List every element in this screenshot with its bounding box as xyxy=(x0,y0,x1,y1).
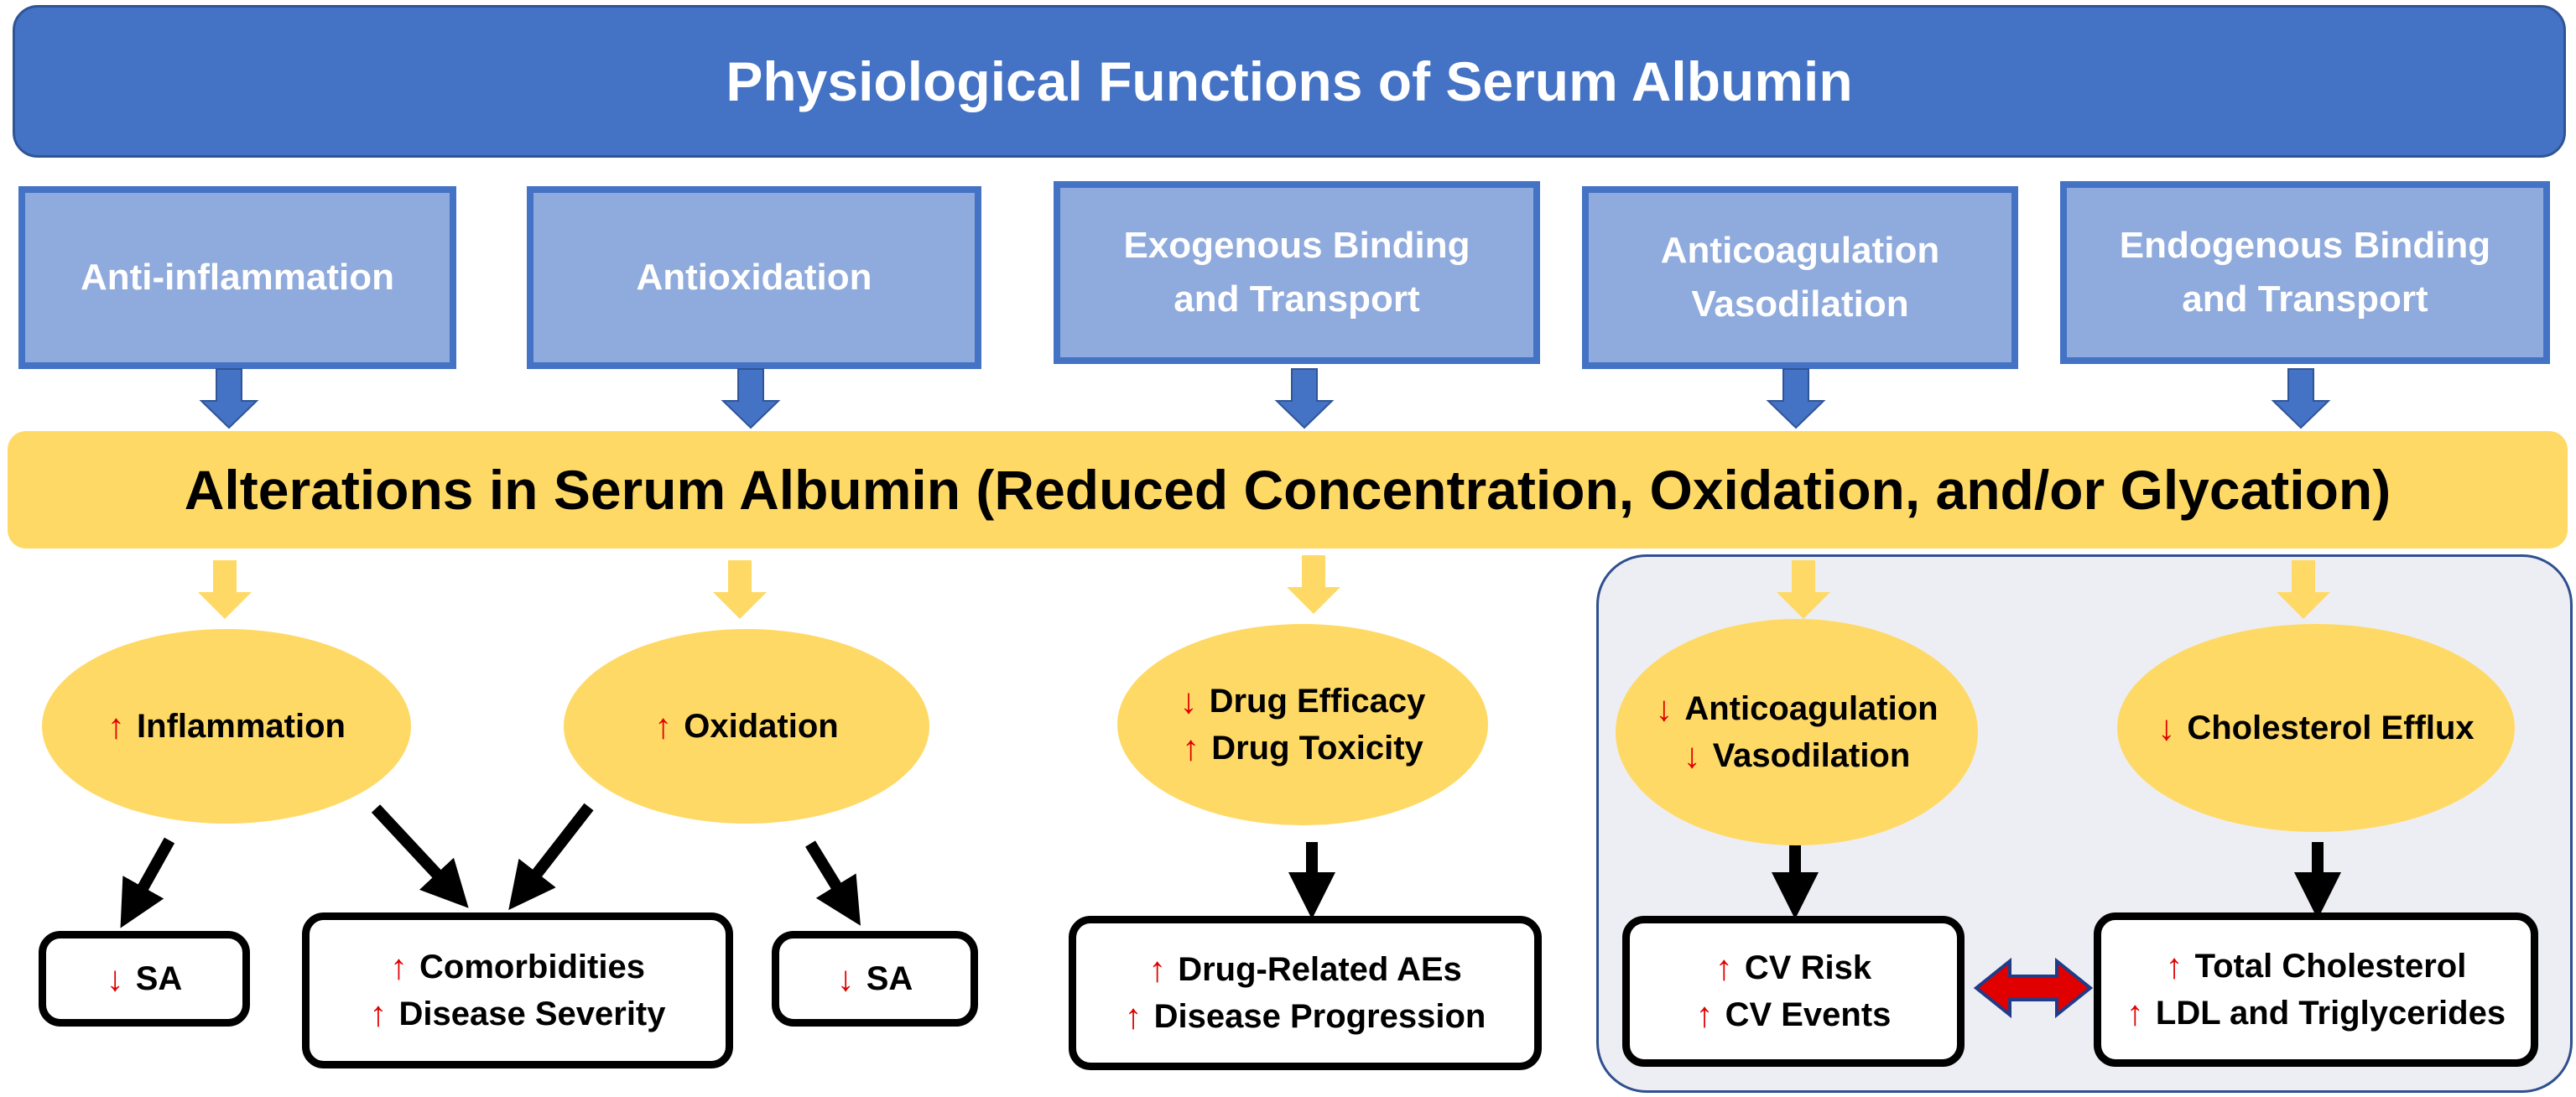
outcome-comorbidities: ↑ Comorbidities ↑ Disease Severity xyxy=(302,912,733,1068)
effect-label: Cholesterol Efflux xyxy=(2187,710,2475,746)
up-arrow-icon: ↑ xyxy=(2126,993,2144,1032)
up-arrow-icon: ↑ xyxy=(107,706,126,746)
function-label: and Transport xyxy=(2182,278,2428,320)
function-label: and Transport xyxy=(1174,278,1420,320)
outcome-label: CV Events xyxy=(1725,996,1892,1033)
effect-label: Oxidation xyxy=(684,708,839,745)
outcome-label: SA xyxy=(135,960,183,997)
effect-label: Drug Efficacy xyxy=(1209,683,1426,720)
outcome-sa-right: ↓ SA xyxy=(772,931,978,1027)
up-arrow-icon: ↑ xyxy=(1148,949,1167,989)
title-banner: Physiological Functions of Serum Albumin xyxy=(13,5,2566,158)
effect-label: Inflammation xyxy=(137,708,346,745)
function-endogenous-binding: Endogenous Binding and Transport xyxy=(2060,181,2550,364)
function-label: Anticoagulation xyxy=(1660,230,1940,271)
down-arrow-icon: ↓ xyxy=(1683,736,1701,775)
down-arrow-icon: ↓ xyxy=(1655,689,1673,728)
function-exogenous-binding: Exogenous Binding and Transport xyxy=(1054,181,1540,364)
yellow-down-arrow xyxy=(1777,560,1830,619)
yellow-down-arrow xyxy=(1287,555,1340,614)
function-label: Exogenous Binding xyxy=(1123,225,1470,266)
up-arrow-icon: ↑ xyxy=(1715,948,1733,987)
blue-down-arrow xyxy=(199,368,259,429)
up-arrow-icon: ↑ xyxy=(1695,995,1714,1034)
black-arrow xyxy=(371,804,469,908)
diagram-title: Physiological Functions of Serum Albumin xyxy=(726,50,1853,112)
up-arrow-icon: ↑ xyxy=(1182,728,1200,767)
up-arrow-icon: ↑ xyxy=(1124,996,1142,1036)
function-label: Anti-inflammation xyxy=(81,257,394,298)
outcome-label: Total Cholesterol xyxy=(2194,948,2467,985)
outcome-cv-risk: ↑ CV Risk ↑ CV Events xyxy=(1622,916,1965,1067)
ellipse-cholesterol-efflux: ↓ Cholesterol Efflux xyxy=(2117,624,2515,832)
outcome-label: Drug-Related AEs xyxy=(1178,951,1462,988)
blue-down-arrow xyxy=(1766,368,1826,429)
down-arrow-icon: ↓ xyxy=(1179,681,1198,720)
ellipse-inflammation: ↑ Inflammation xyxy=(42,629,411,824)
function-anticoagulation: Anticoagulation Vasodilation xyxy=(1582,186,2018,369)
ellipse-drug-effects: ↓ Drug Efficacy ↑ Drug Toxicity xyxy=(1117,624,1488,825)
outcome-label: Disease Progression xyxy=(1153,998,1486,1035)
down-arrow-icon: ↓ xyxy=(836,959,855,998)
outcome-label: CV Risk xyxy=(1744,949,1872,986)
yellow-down-arrow xyxy=(713,560,767,619)
yellow-down-arrow xyxy=(2277,560,2330,619)
outcome-label: Disease Severity xyxy=(398,996,666,1032)
effect-label: Drug Toxicity xyxy=(1211,730,1423,767)
function-label: Antioxidation xyxy=(636,257,872,298)
blue-down-arrow xyxy=(2271,368,2331,429)
yellow-down-arrow xyxy=(198,560,252,619)
outcome-cholesterol: ↑ Total Cholesterol ↑ LDL and Triglyceride… xyxy=(2094,912,2538,1067)
function-label: Vasodilation xyxy=(1691,283,1909,325)
effect-label: Vasodilation xyxy=(1712,737,1911,774)
black-arrow xyxy=(805,840,861,926)
function-anti-inflammation: Anti-inflammation xyxy=(18,186,456,369)
up-arrow-icon: ↑ xyxy=(369,994,388,1033)
alterations-band: Alterations in Serum Albumin (Reduced Co… xyxy=(8,431,2568,548)
up-arrow-icon: ↑ xyxy=(654,706,673,746)
function-antioxidation: Antioxidation xyxy=(527,186,981,369)
outcome-label: Comorbidities xyxy=(419,949,645,985)
effect-label: Anticoagulation xyxy=(1684,690,1939,727)
black-arrow xyxy=(120,837,175,928)
blue-down-arrow xyxy=(1274,368,1335,429)
down-arrow-icon: ↓ xyxy=(106,959,124,998)
outcome-label: LDL and Triglycerides xyxy=(2155,995,2506,1032)
double-arrow xyxy=(1973,957,2094,1019)
black-arrow xyxy=(508,803,594,911)
ellipse-oxidation: ↑ Oxidation xyxy=(564,629,929,824)
up-arrow-icon: ↑ xyxy=(2165,946,2183,985)
alterations-label: Alterations in Serum Albumin (Reduced Co… xyxy=(184,459,2391,521)
function-label: Endogenous Binding xyxy=(2119,225,2491,266)
outcome-drug-aes: ↑ Drug-Related AEs ↑ Disease Progression xyxy=(1069,916,1542,1070)
ellipse-anticoagulation: ↓ Anticoagulation ↓ Vasodilation xyxy=(1616,619,1978,845)
outcome-sa-left: ↓ SA xyxy=(39,931,250,1027)
blue-down-arrow xyxy=(721,368,781,429)
outcome-label: SA xyxy=(866,960,913,997)
down-arrow-icon: ↓ xyxy=(2157,708,2176,747)
up-arrow-icon: ↑ xyxy=(390,947,409,986)
